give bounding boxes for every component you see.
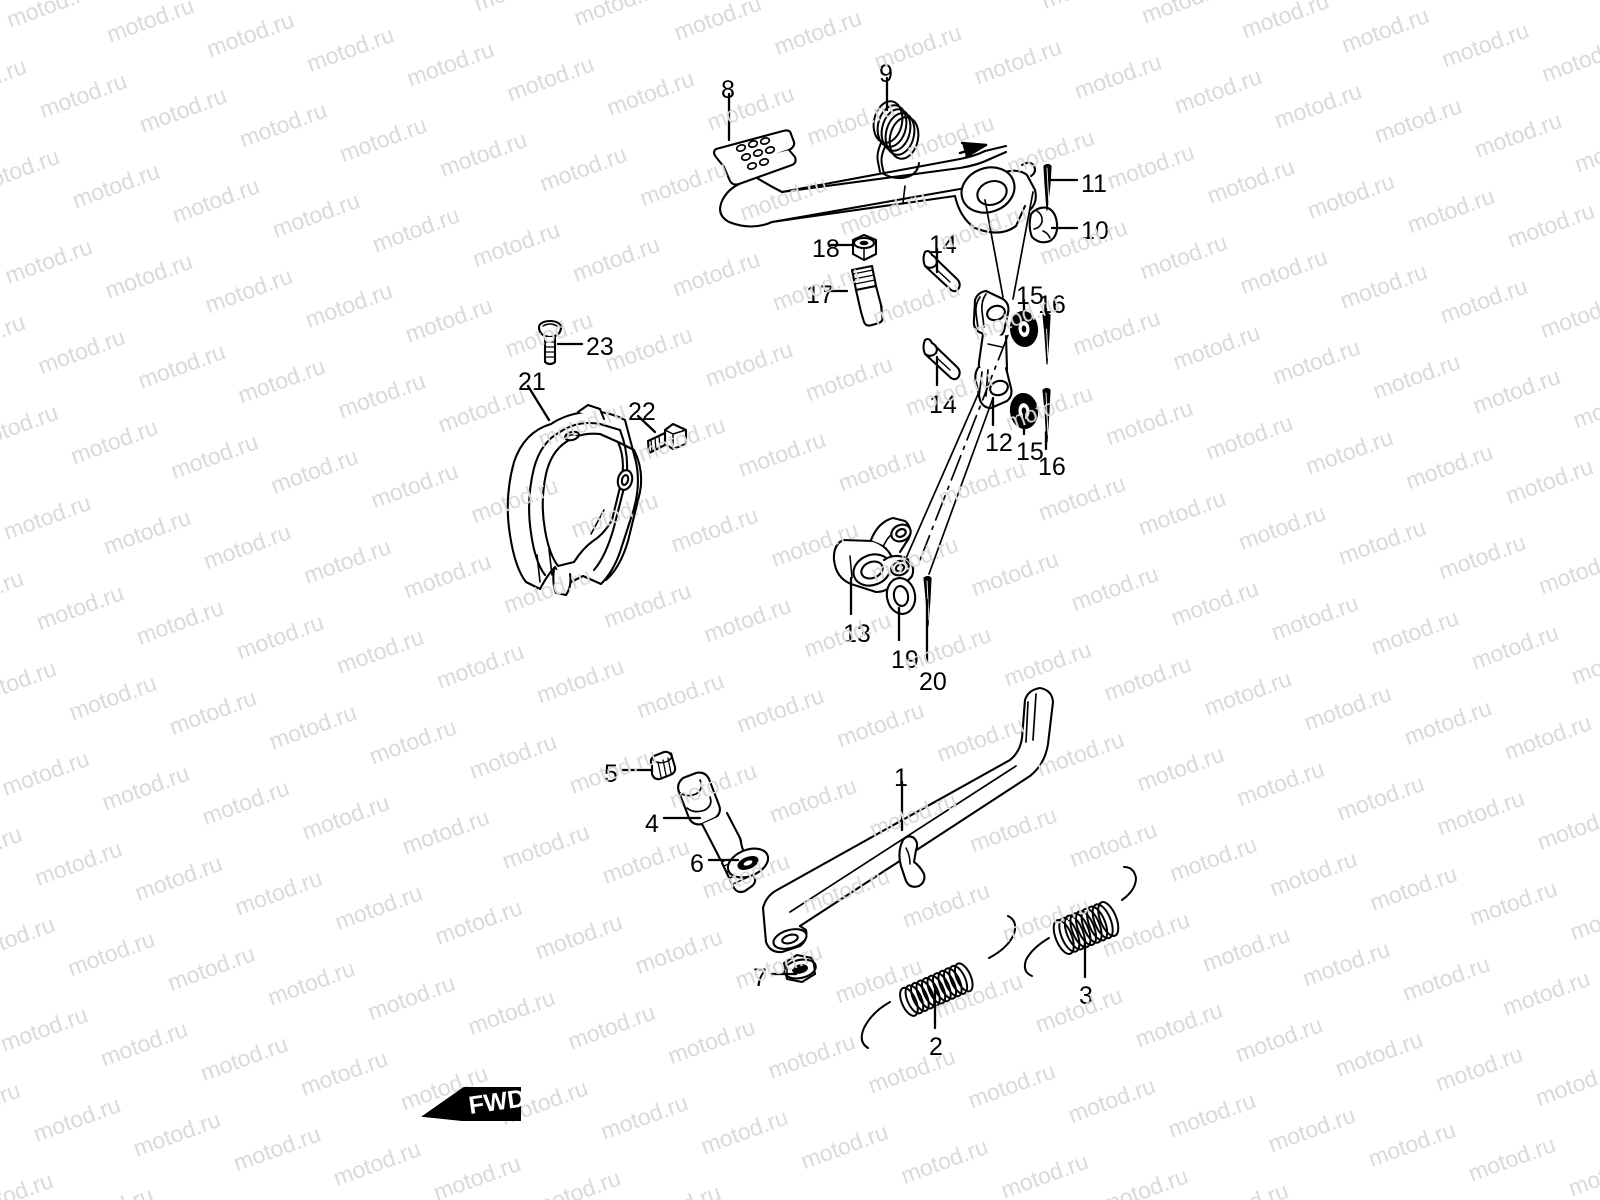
fwd-direction-marker: FWD	[420, 1072, 530, 1141]
callout-leader-22	[636, 414, 657, 434]
callout-leader-21	[526, 384, 551, 422]
callout-leader-lines	[526, 76, 1087, 1030]
